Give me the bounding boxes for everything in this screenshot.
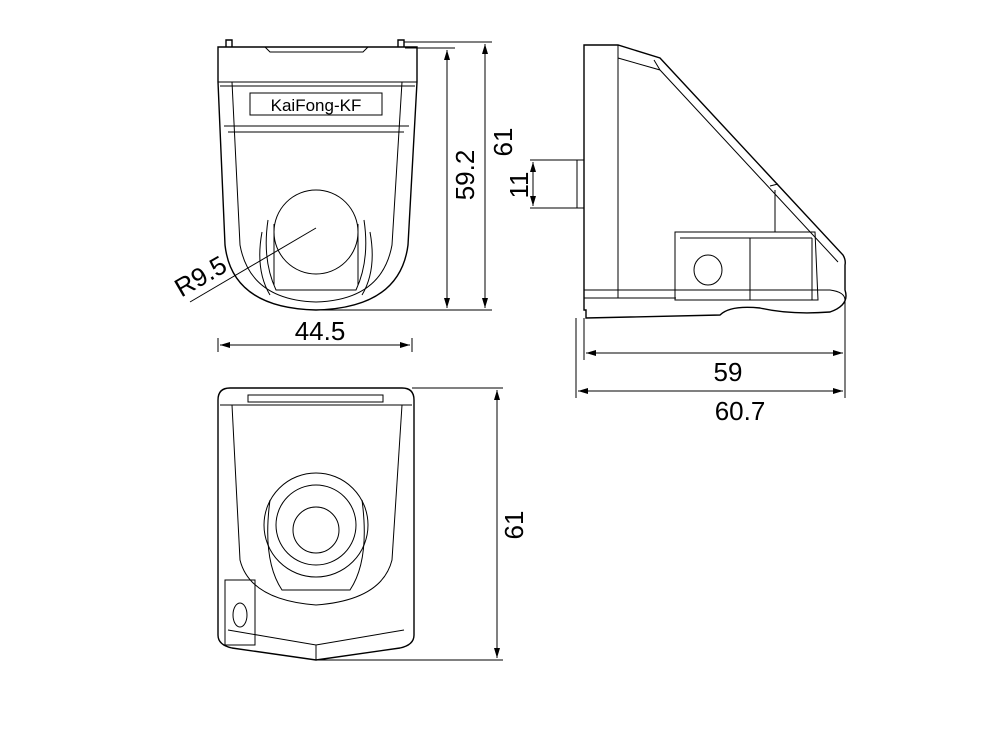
front-view: KaiFong-KF [217,39,418,311]
dim-59: 59 [714,357,743,387]
brand-label: KaiFong-KF [271,96,362,115]
dim-r9-5: R9.5 [169,249,232,302]
bottom-dimensions: 61 [316,387,529,661]
dim-44-5: 44.5 [295,316,346,346]
front-body-outline [217,39,418,311]
lens-center [292,506,340,554]
bottom-slot [247,394,384,403]
brand-label-box [249,92,383,116]
side-view [576,44,847,319]
bottom-view [217,387,415,661]
lens-circle [273,189,359,275]
dim-11: 11 [504,172,534,199]
side-hole [693,254,723,286]
bottom-body-outline [217,387,415,661]
front-dimensions: 59.2 61 44.5 R9.5 [169,41,518,352]
side-body-outline [583,44,847,319]
bottom-side-box [224,579,256,646]
side-dimensions: 11 59 60.7 [504,159,846,426]
dim-60-7: 60.7 [715,396,766,426]
lens-ring [275,484,357,566]
dim-61-bottom: 61 [499,511,529,540]
side-stub [576,159,585,209]
dim-59-2: 59.2 [450,150,480,201]
dim-61-front: 61 [488,128,518,157]
